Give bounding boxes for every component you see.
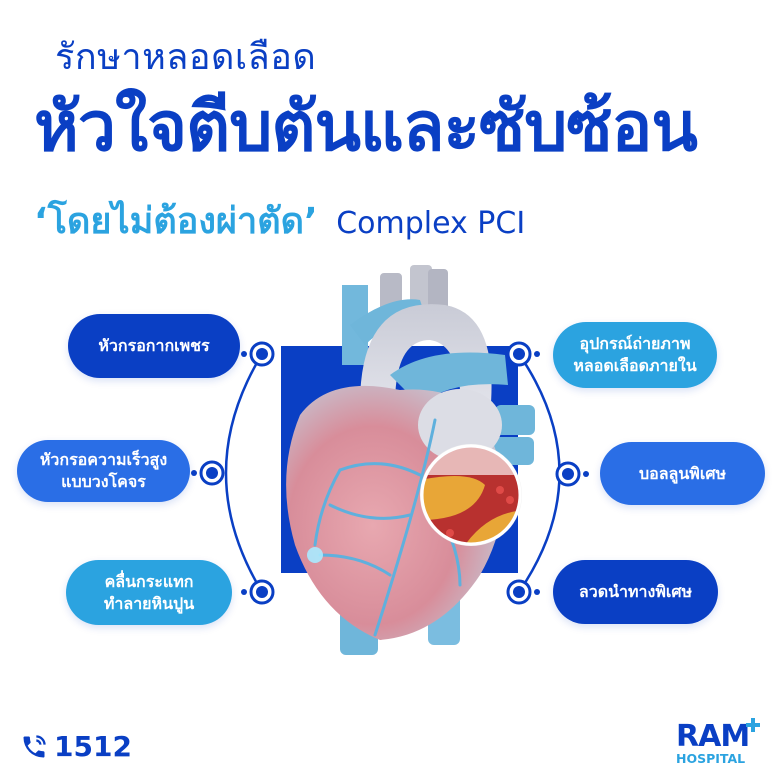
phone-icon [23, 734, 46, 757]
feature-label-line2: แบบวงโคจร [61, 472, 146, 491]
plus-cross-icon [746, 718, 760, 732]
feature-special-guidewire[interactable]: ลวดนำทางพิเศษ [553, 560, 718, 624]
feature-shockwave-lithotripsy[interactable]: คลื่นกระแทก ทำลายหินปูน [66, 560, 232, 625]
feature-label-line1: หัวกรอความเร็วสูง [39, 450, 168, 470]
feature-label: บอลลูนพิเศษ [638, 463, 727, 483]
logo-ram-text: RAM [676, 719, 750, 754]
feature-label-line2: หลอดเลือดภายใน [573, 356, 697, 375]
logo-hospital-text: HOSPITAL [676, 751, 746, 766]
tagline: ‘โดยไม่ต้องผ่าตัด’ Complex PCI [34, 192, 525, 249]
subtitle-treatment: รักษาหลอดเลือด [55, 37, 317, 78]
hotline[interactable]: 1512 [20, 730, 132, 763]
hotline-number: 1512 [54, 730, 132, 763]
heart-illustration [286, 265, 535, 655]
ram-hospital-logo: RAM HOSPITAL [676, 718, 760, 766]
feature-orbital-atherectomy[interactable]: หัวกรอความเร็วสูง แบบวงโคจร [17, 440, 190, 502]
feature-label-line1: คลื่นกระแทก [104, 571, 194, 591]
feature-diamond-burr[interactable]: หัวกรอกากเพชร [68, 314, 240, 378]
feature-label: หัวกรอกากเพชร [98, 336, 210, 356]
feature-label: ลวดนำทางพิเศษ [578, 582, 693, 602]
page-title: หัวใจตีบตันและซับซ้อน [34, 88, 698, 167]
feature-intravascular-imaging[interactable]: อุปกรณ์ถ่ายภาพ หลอดเลือดภายใน [553, 322, 717, 388]
tagline-thai: ‘โดยไม่ต้องผ่าตัด’ [34, 201, 318, 242]
feature-label-line2: ทำลายหินปูน [103, 593, 195, 613]
feature-label-line1: อุปกรณ์ถ่ายภาพ [579, 334, 691, 354]
feature-special-balloon[interactable]: บอลลูนพิเศษ [600, 442, 765, 505]
tagline-english: Complex PCI [336, 206, 526, 241]
